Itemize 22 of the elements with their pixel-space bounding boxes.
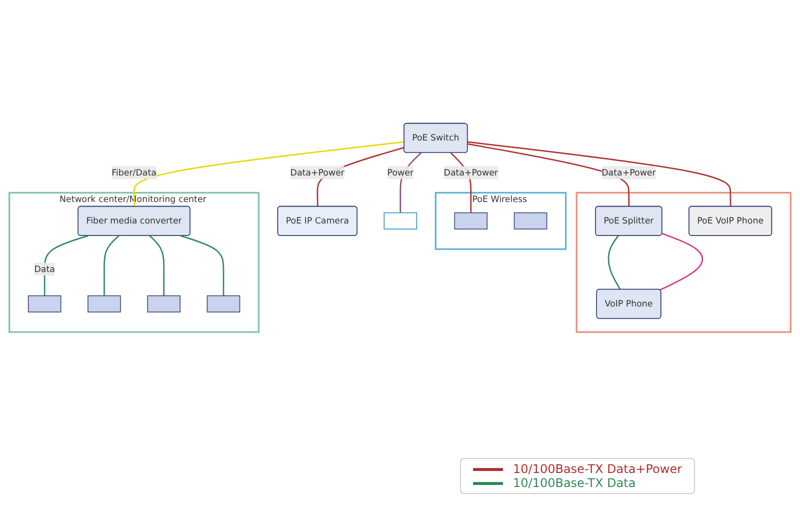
node-box xyxy=(88,295,121,312)
edge-label: Data+Power xyxy=(602,167,656,178)
edge-label: Data xyxy=(34,264,55,274)
connector xyxy=(608,235,621,290)
edge-label: Data+Power xyxy=(290,167,344,178)
node-box xyxy=(147,295,181,312)
node-box xyxy=(206,295,240,312)
connector xyxy=(44,234,88,296)
connector xyxy=(180,234,224,296)
edge-label: Data+Power xyxy=(444,167,498,178)
connector xyxy=(104,235,120,296)
connector xyxy=(660,232,704,290)
legend-text: 10/100Base-TX Data xyxy=(513,476,636,490)
edge-label: Power xyxy=(387,167,414,178)
connector xyxy=(149,235,165,296)
node-box xyxy=(28,295,62,312)
node-box xyxy=(384,212,418,230)
legend-text: 10/100Base-TX Data+Power xyxy=(513,462,682,476)
edge-label: Fiber/Data xyxy=(112,167,156,178)
cluster xyxy=(576,192,792,333)
node-box xyxy=(454,212,488,230)
node-box xyxy=(514,212,548,230)
